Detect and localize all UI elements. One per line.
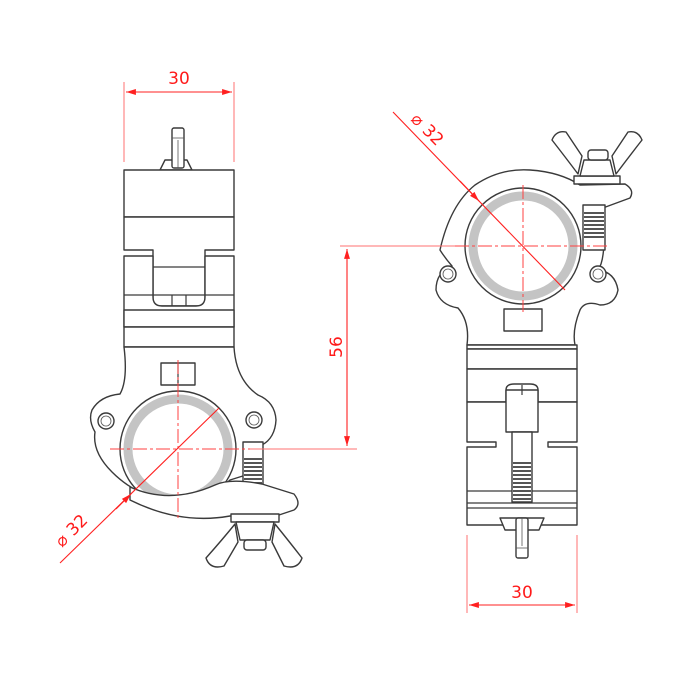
right-view: ⌀ 32 30 bbox=[392, 109, 643, 613]
dimension-width-left: 30 bbox=[123, 69, 235, 162]
dimension-label-center-distance: 56 bbox=[327, 336, 347, 358]
upper-block bbox=[123, 169, 235, 348]
dimension-label-diameter-right: 32 bbox=[418, 121, 447, 150]
left-view: 30 ⌀ 32 bbox=[51, 69, 303, 568]
thread-right bbox=[584, 212, 604, 238]
dimension-label-width-left: 30 bbox=[168, 69, 190, 89]
wing-nut-right bbox=[551, 130, 643, 185]
dimension-center-distance: 56 bbox=[250, 245, 455, 450]
dimension-width-right: 30 bbox=[466, 535, 578, 613]
thread-lower bbox=[513, 462, 531, 500]
lower-block bbox=[466, 344, 578, 559]
wing-nut-left bbox=[205, 513, 303, 568]
bolt-stub-top bbox=[159, 127, 193, 171]
dimension-label-width-right: 30 bbox=[511, 583, 533, 603]
